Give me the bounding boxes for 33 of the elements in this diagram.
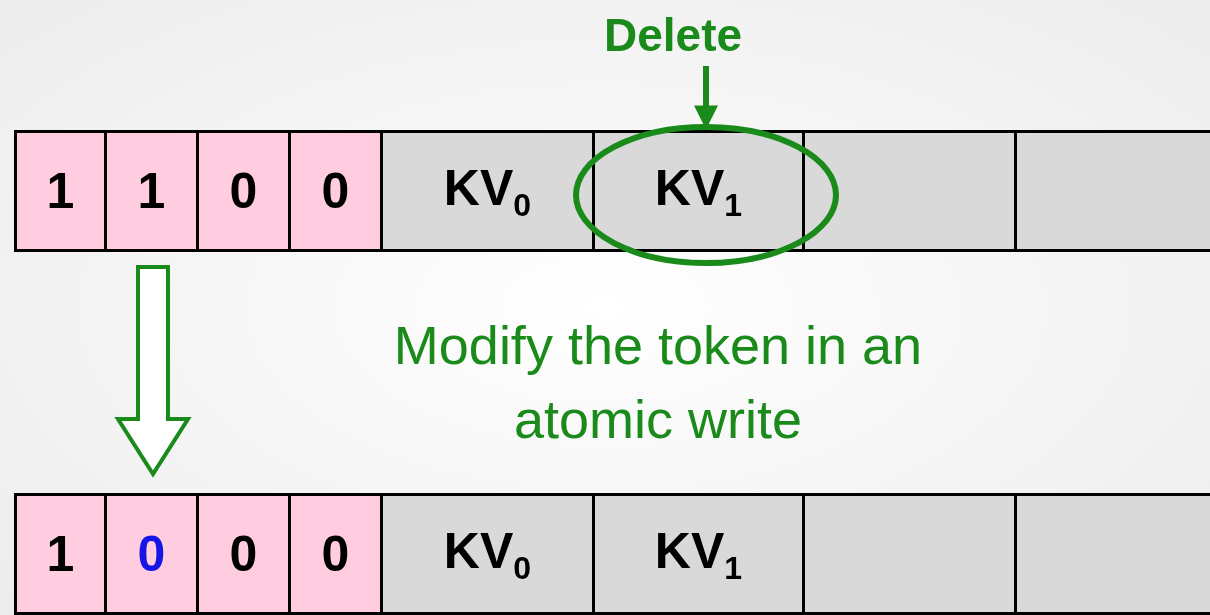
bit-value: 0 (229, 525, 258, 583)
bit-cell (291, 496, 383, 612)
slot-cell (805, 496, 1017, 612)
slot-cell (595, 496, 805, 612)
slot-cell (1017, 496, 1210, 612)
bit-cell (291, 133, 383, 249)
bit-cell (199, 496, 291, 612)
slot-label: KV$_{1}$ (654, 521, 743, 587)
slot-label: KV$_{1}$ (654, 158, 743, 224)
bit-value: 1 (46, 525, 75, 583)
slot-cell (805, 133, 1017, 249)
bit-value: 1 (46, 162, 75, 220)
bit-cell (17, 133, 107, 249)
slot-cell (1017, 133, 1210, 249)
bit-value: 0 (229, 162, 258, 220)
bit-value: 0 (137, 525, 166, 583)
slot-cell (595, 133, 805, 249)
bit-cell (199, 133, 291, 249)
note-text: Modify the token in an atomic write (392, 314, 924, 451)
slot-cell (383, 133, 595, 249)
slot-label: KV$_{0}$ (443, 521, 532, 587)
bit-value: 0 (321, 162, 350, 220)
bit-cell (107, 496, 199, 612)
bit-value: 1 (137, 162, 166, 220)
bit-value: 0 (321, 525, 350, 583)
array-row (14, 130, 1210, 252)
slot-cell (383, 496, 595, 612)
slot-label: KV$_{0}$ (443, 158, 532, 224)
array-row (14, 493, 1210, 615)
action-label: Delete (604, 8, 743, 62)
bit-cell (107, 133, 199, 249)
bit-cell (17, 496, 107, 612)
arrow (114, 265, 192, 478)
